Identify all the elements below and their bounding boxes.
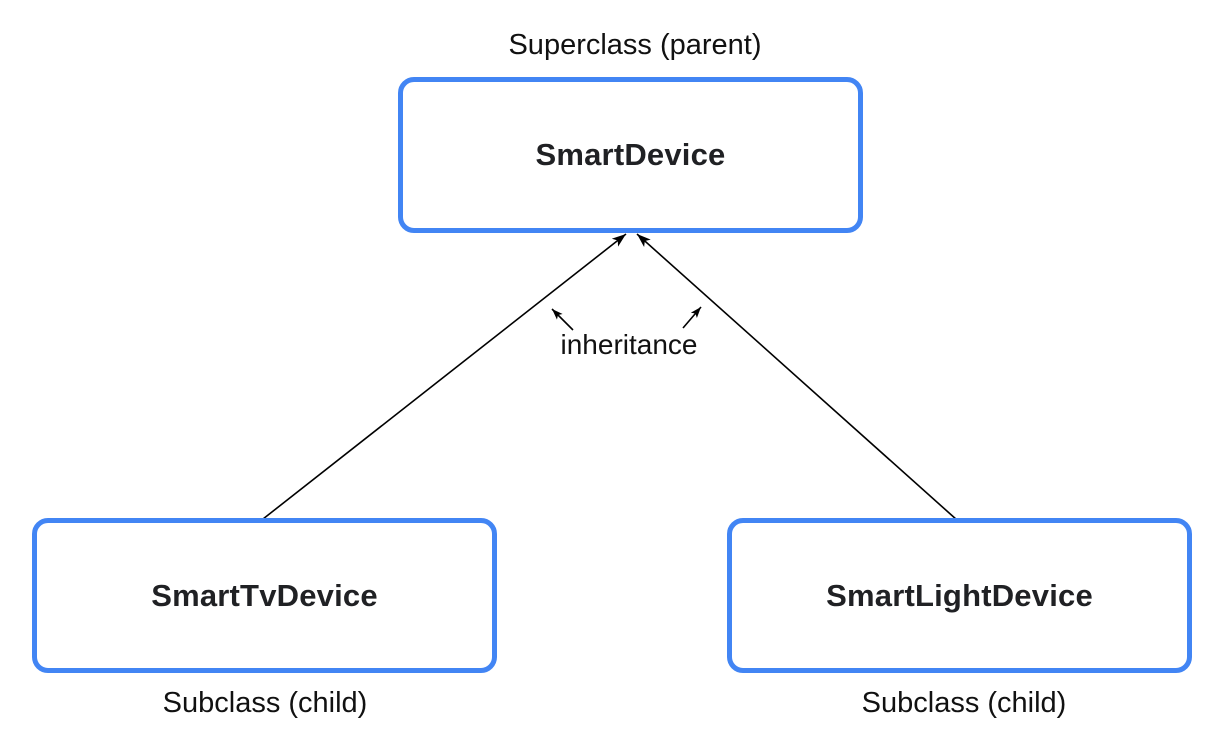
inheritance-pointer-left-icon <box>551 308 574 331</box>
subclass-node-smartlightdevice: SmartLightDevice <box>727 518 1192 673</box>
superclass-node: SmartDevice <box>398 77 863 233</box>
subclass-node-smarttvdevice: SmartTvDevice <box>32 518 497 673</box>
inheritance-arrow-left <box>262 233 627 520</box>
subclass-node-title: SmartLightDevice <box>826 577 1093 613</box>
subclass-caption-left: Subclass (child) <box>162 687 368 719</box>
inheritance-label: inheritance <box>560 329 698 360</box>
subclass-caption-right: Subclass (child) <box>861 687 1067 719</box>
inheritance-pointer-right-icon <box>682 306 702 329</box>
subclass-node-title: SmartTvDevice <box>151 577 378 613</box>
superclass-node-title: SmartDevice <box>535 137 726 172</box>
superclass-caption: Superclass (parent) <box>508 29 762 61</box>
inheritance-arrow-right <box>636 233 958 521</box>
